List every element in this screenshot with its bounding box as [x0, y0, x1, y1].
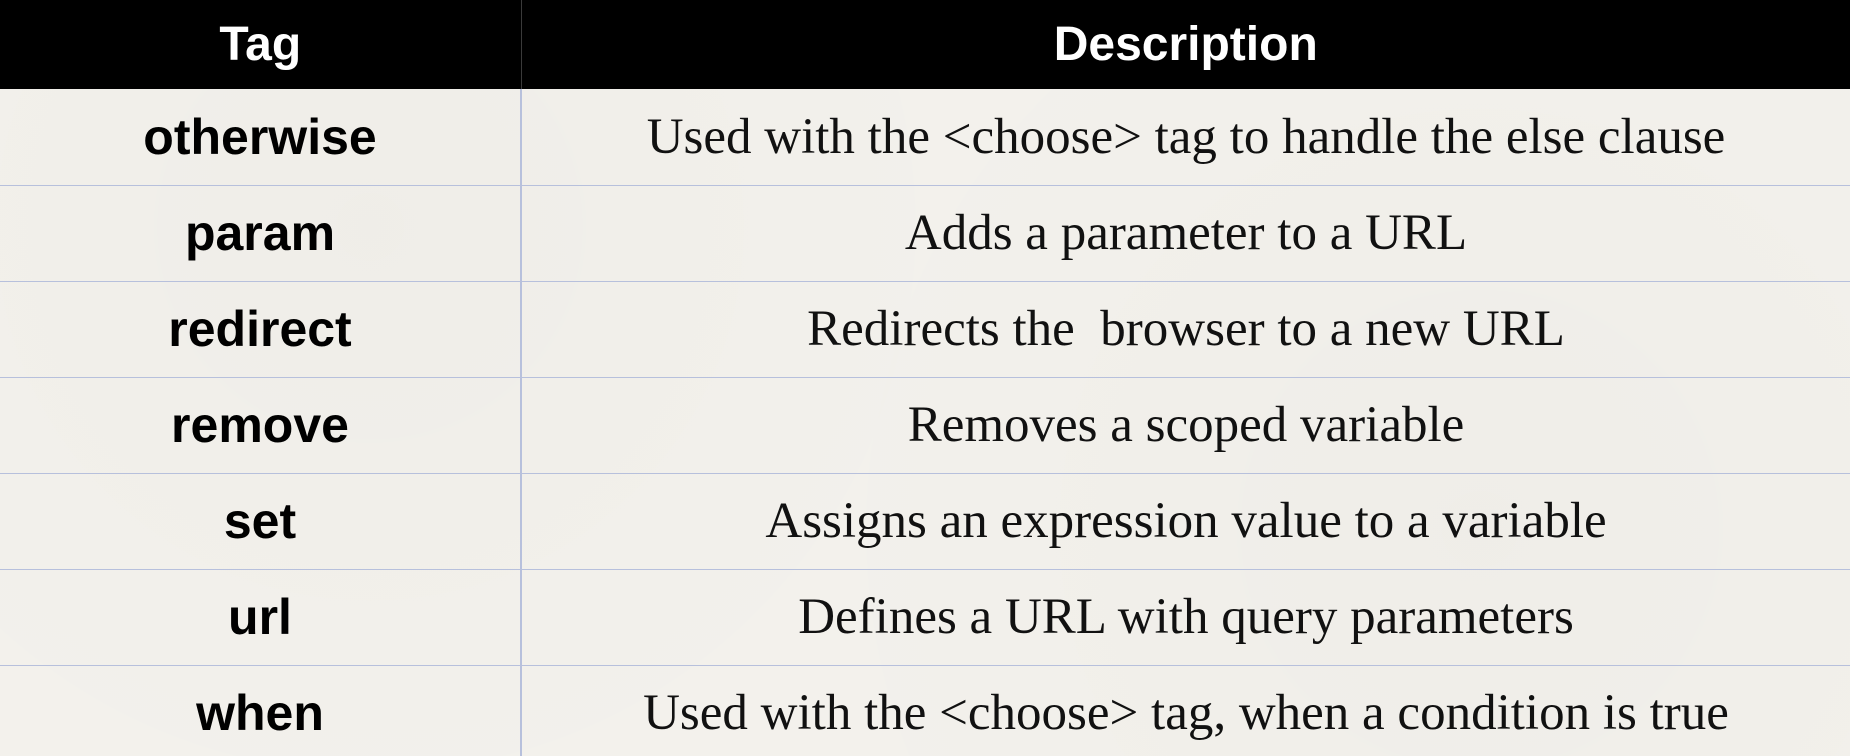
- table-row: redirect Redirects the browser to a new …: [0, 281, 1850, 378]
- tag-cell: set: [0, 473, 522, 570]
- table-row: param Adds a parameter to a URL: [0, 185, 1850, 282]
- table-row: when Used with the <choose> tag, when a …: [0, 665, 1850, 756]
- header-description: Description: [521, 0, 1850, 89]
- table-row: url Defines a URL with query parameters: [0, 569, 1850, 666]
- description-cell: Removes a scoped variable: [521, 377, 1850, 474]
- header-tag: Tag: [0, 0, 522, 89]
- description-cell: Assigns an expression value to a variabl…: [521, 473, 1850, 570]
- tag-cell: when: [0, 665, 522, 756]
- description-cell: Used with the <choose> tag, when a condi…: [643, 684, 1729, 741]
- tag-cell: remove: [0, 377, 522, 474]
- header-row: Tag Description: [0, 0, 1850, 89]
- description-cell: Adds a parameter to a URL: [521, 185, 1850, 282]
- description-cell: Defines a URL with query parameters: [521, 569, 1850, 666]
- tag-cell: param: [0, 185, 522, 282]
- tag-cell: url: [0, 569, 522, 666]
- table-body: otherwise Used with the <choose> tag to …: [0, 89, 1850, 756]
- description-cell: Used with the <choose> tag to handle the…: [521, 89, 1850, 186]
- tag-cell: otherwise: [0, 89, 522, 186]
- table-header: Tag Description: [0, 0, 1850, 89]
- description-cell: Redirects the browser to a new URL: [521, 281, 1850, 378]
- table-row: remove Removes a scoped variable: [0, 377, 1850, 474]
- table-row: otherwise Used with the <choose> tag to …: [0, 89, 1850, 186]
- tag-cell: redirect: [0, 281, 522, 378]
- table-row: set Assigns an expression value to a var…: [0, 473, 1850, 570]
